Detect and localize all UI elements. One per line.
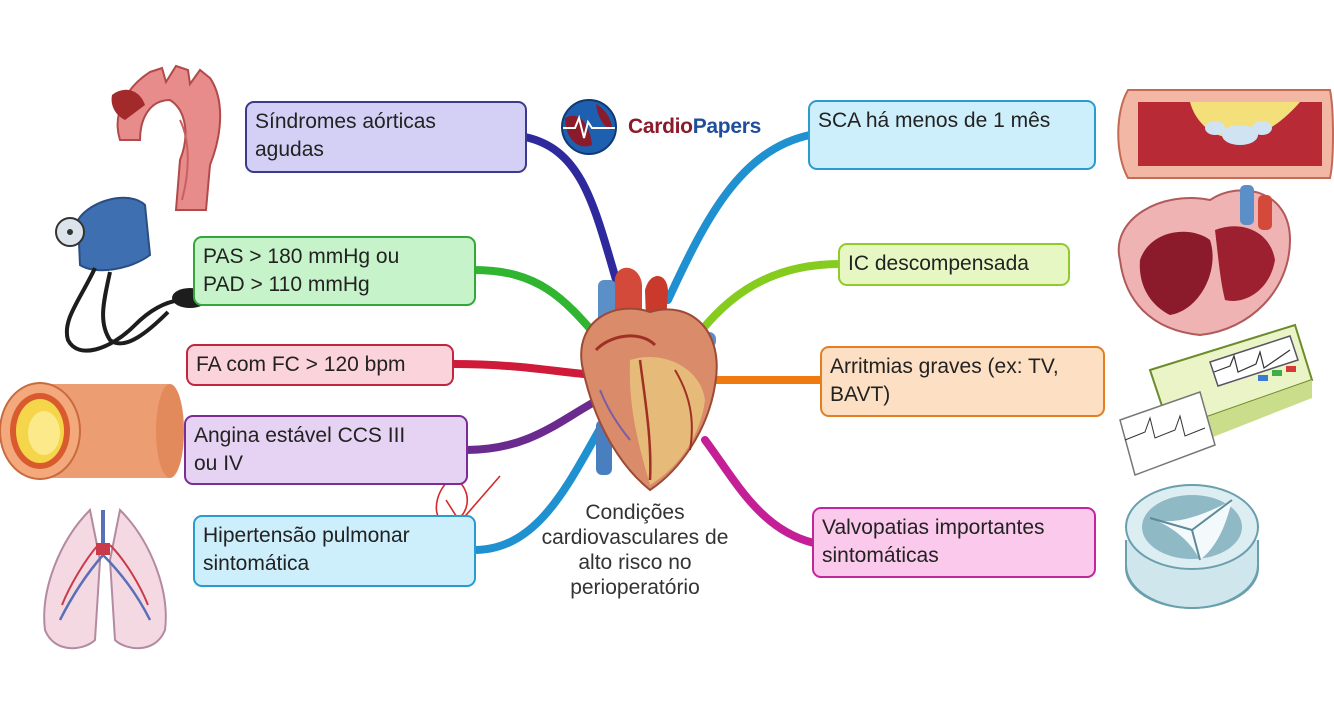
branch-ic bbox=[686, 260, 844, 349]
branch-hipertensao-pulmonar bbox=[470, 416, 609, 554]
node-line: sintomáticas bbox=[822, 544, 939, 567]
lungs-illustration bbox=[43, 507, 167, 650]
center-label-line: perioperatório bbox=[570, 576, 700, 599]
node-line: Valvopatias importantes bbox=[822, 516, 1045, 539]
node-hipertensao-pulmonar: Hipertensão pulmonar sintomática bbox=[193, 515, 476, 587]
aorta-illustration bbox=[111, 64, 222, 211]
node-line: ou IV bbox=[194, 452, 244, 475]
node-sindromes-aorticas: Síndromes aórticas agudas bbox=[245, 101, 527, 173]
node-line: IC descompensada bbox=[848, 252, 1029, 275]
heart-valve-illustration bbox=[1125, 484, 1259, 610]
center-topic-label: Condições cardiovasculares de alto risco… bbox=[520, 500, 750, 600]
node-line: Angina estável CCS III bbox=[194, 424, 406, 447]
node-line: agudas bbox=[255, 138, 324, 161]
node-line: FA com FC > 120 bpm bbox=[196, 353, 406, 376]
node-valvopatias: Valvopatias importantes sintomáticas bbox=[812, 507, 1096, 578]
node-line: Síndromes aórticas bbox=[255, 110, 436, 133]
center-label-line: alto risco no bbox=[578, 551, 692, 574]
center-label-line: cardiovasculares de bbox=[541, 526, 729, 549]
logo-text: CardioPapers bbox=[628, 115, 761, 139]
branch-sindromes-aorticas bbox=[521, 133, 626, 304]
node-line: Arritmias graves (ex: TV, bbox=[830, 355, 1059, 378]
coronary-plaque-illustration bbox=[1117, 89, 1334, 179]
node-line: PAD > 110 mmHg bbox=[203, 273, 370, 296]
node-fa-fc: FA com FC > 120 bpm bbox=[186, 344, 454, 386]
node-line: PAS > 180 mmHg ou bbox=[203, 245, 400, 268]
heart-illustration bbox=[580, 267, 718, 492]
branch-valvopatias bbox=[701, 436, 818, 547]
node-line: SCA há menos de 1 mês bbox=[818, 109, 1051, 132]
ecg-machine-illustration bbox=[1119, 323, 1314, 476]
node-pas-pad: PAS > 180 mmHg ou PAD > 110 mmHg bbox=[193, 236, 476, 306]
logo-text-cardio: Cardio bbox=[628, 115, 693, 138]
heart-cutaway-illustration bbox=[1117, 185, 1292, 337]
cardiopapers-globe-icon bbox=[561, 99, 617, 155]
logo-text-papers: Papers bbox=[692, 115, 762, 138]
sphygmomanometer-illustration bbox=[55, 196, 208, 353]
cardiopapers-logo: CardioPapers bbox=[560, 98, 770, 158]
branch-pas-pad bbox=[470, 266, 604, 344]
branch-sca bbox=[664, 131, 814, 304]
node-ic-descompensada: IC descompensada bbox=[838, 243, 1070, 286]
node-line: BAVT) bbox=[830, 383, 891, 406]
branch-fa bbox=[448, 360, 599, 379]
center-label-line: Condições bbox=[585, 501, 685, 524]
artery-cross-section-illustration bbox=[0, 382, 184, 480]
node-angina-estavel: Angina estável CCS III ou IV bbox=[184, 415, 468, 485]
branches bbox=[448, 131, 844, 554]
node-line: sintomática bbox=[203, 552, 310, 575]
node-arritmias-graves: Arritmias graves (ex: TV, BAVT) bbox=[820, 346, 1105, 417]
branch-angina bbox=[462, 396, 602, 454]
node-sca: SCA há menos de 1 mês bbox=[808, 100, 1096, 170]
node-line: Hipertensão pulmonar bbox=[203, 524, 410, 547]
